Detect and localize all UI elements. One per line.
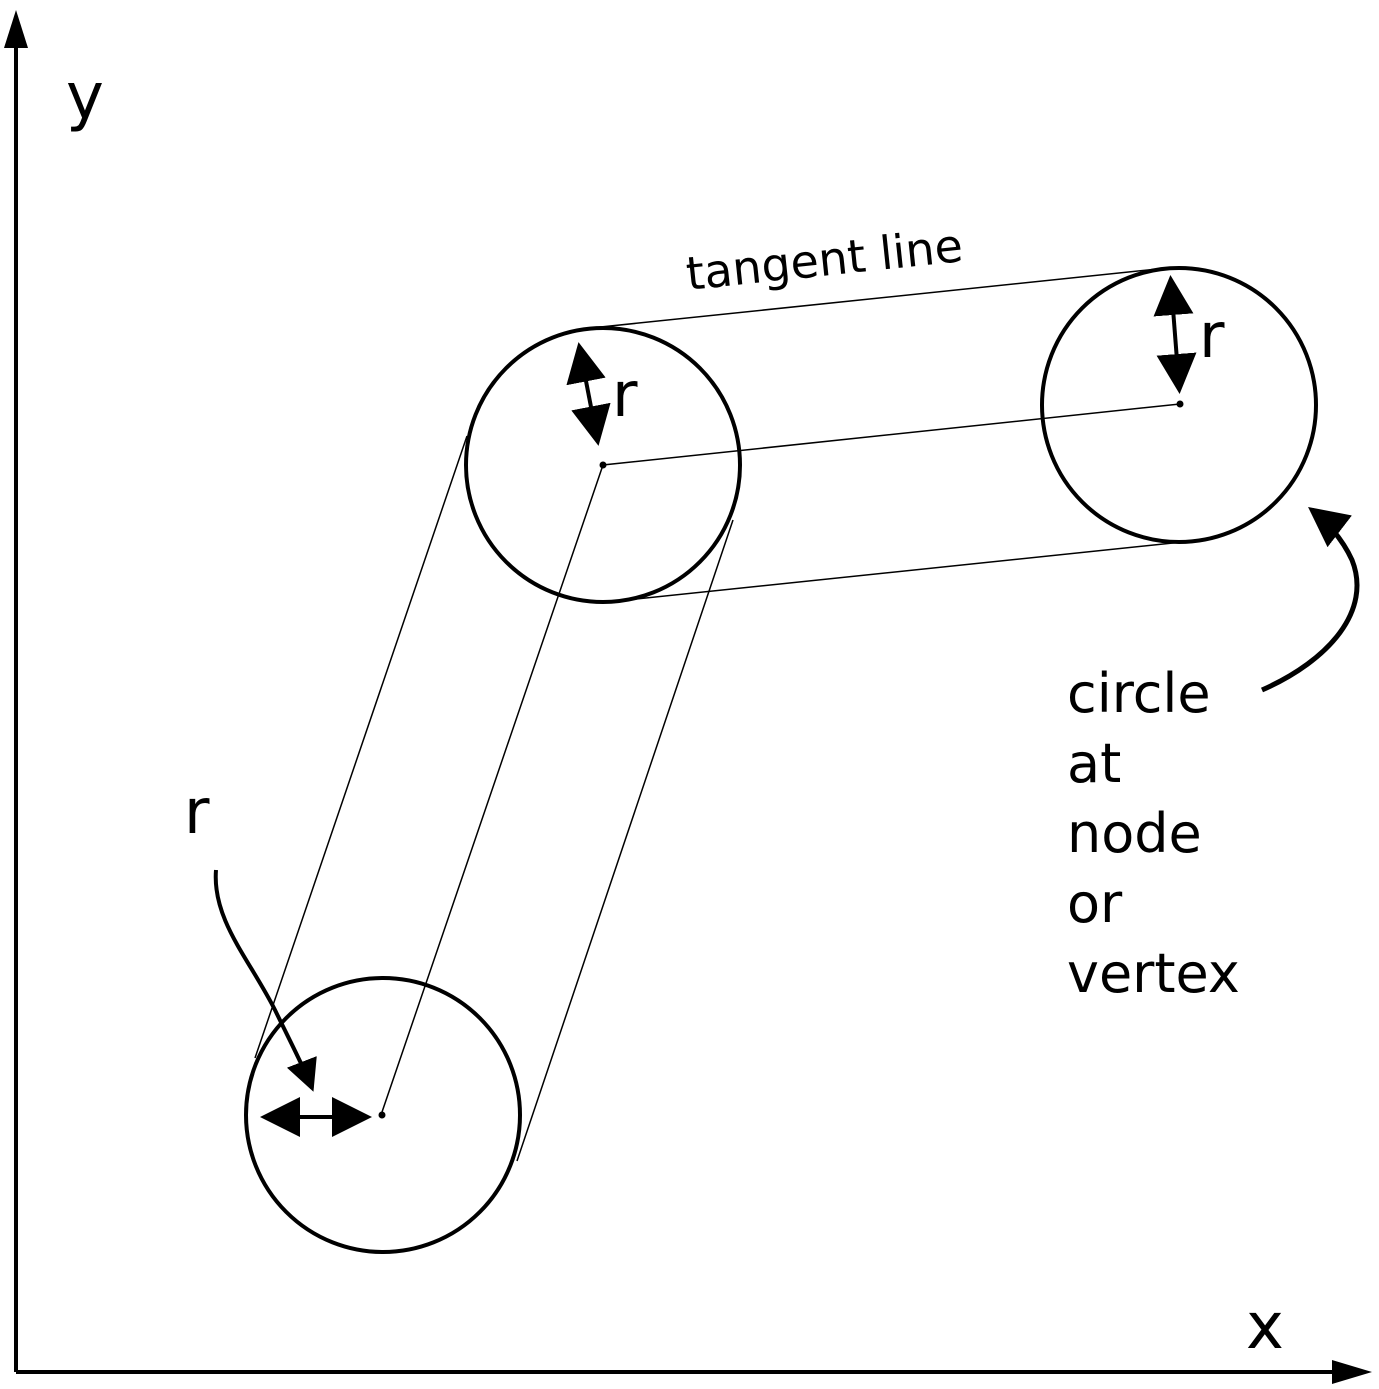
tangent-line-left-inner (516, 519, 734, 1162)
centerline (380, 403, 1181, 1116)
radius-pointer-left (213, 869, 317, 1092)
node-center-middle (599, 461, 607, 469)
y-axis-arrowhead (4, 10, 28, 48)
tangent-line-bottom (616, 540, 1193, 602)
tangent-line-left-outer (254, 435, 468, 1059)
caption-line-4: or (1067, 872, 1123, 935)
node-center-left (378, 1111, 386, 1119)
caption-line-5: vertex (1067, 942, 1240, 1005)
caption-line-2: at (1067, 732, 1121, 795)
caption-line-3: node (1067, 802, 1202, 865)
caption-line-1: circle (1067, 662, 1211, 725)
node-circle-right (1040, 266, 1318, 544)
radius-arrow-middle (566, 342, 611, 446)
tangent-line-top (590, 267, 1168, 329)
node-center-right (1176, 400, 1184, 408)
x-axis-arrowhead (1332, 1360, 1372, 1384)
x-axis-label: x (1246, 1290, 1284, 1364)
tangent-line-label: tangent line (684, 218, 966, 301)
radius-label-left: r (184, 775, 210, 848)
caption-pointer (1260, 506, 1360, 693)
node-circle-left (244, 976, 522, 1254)
radius-label-middle: r (612, 358, 638, 431)
y-axis-label: y (66, 60, 104, 134)
radius-arrow-right (1153, 275, 1197, 394)
radius-label-right: r (1199, 299, 1225, 372)
node-circle-middle (464, 326, 742, 604)
